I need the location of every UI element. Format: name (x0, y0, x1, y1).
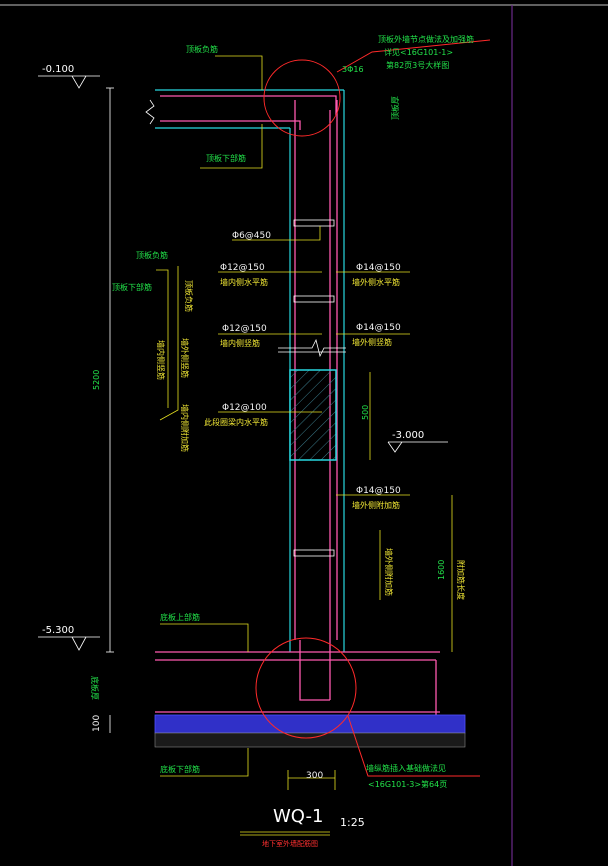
drawing-subtitle: 地下室外墙配筋图 (262, 839, 318, 848)
outer-vertical-name: 墙外侧竖筋 (352, 337, 392, 347)
stirrups (293, 219, 335, 557)
outer-vertical-spec: Φ14@150 (356, 323, 401, 333)
left-vertical-label-3: 墙内侧附加筋 (180, 404, 190, 452)
level-marker-mid (387, 441, 448, 453)
level-marker-bottom (38, 636, 100, 651)
corner-callout-line-2: 详见<16G101-1> (384, 47, 453, 57)
bottom-top-bar-label: 底板上部筋 (160, 612, 200, 622)
opening-dim-text: 500 (361, 405, 370, 420)
outer-horizontal-spec: Φ14@150 (356, 263, 401, 273)
left-slab-top-bar: 顶板负筋 (136, 250, 168, 260)
bottom-bottom-bar-label: 底板下部筋 (160, 764, 200, 774)
corner-callout-circle (263, 59, 341, 137)
outer-additional-spec: Φ14@150 (356, 486, 401, 496)
top-right-size-label: 顶板厚 (390, 96, 400, 120)
inner-vertical-name: 墙内侧竖筋 (220, 338, 260, 348)
left-vertical-label-1: 墙内侧竖筋 (156, 340, 166, 380)
base-callout-line-1: 墙纵筋插入基础做法见 (366, 763, 446, 773)
ring-name: 此段圈梁内水平筋 (204, 417, 268, 427)
level-marker-top (38, 75, 100, 89)
level-bottom-text: -5.300 (42, 625, 74, 636)
additional-length-dim-text: 1600 (437, 560, 446, 580)
corner-bar-label: 3Φ16 (342, 65, 364, 74)
slab-break-mark (145, 99, 155, 125)
drawing-title: WQ-1 (273, 806, 323, 827)
bottom-slab (154, 640, 466, 748)
right-vertical-label-1: 墙外侧附加筋 (384, 548, 394, 596)
ring-spec: Φ12@100 (222, 403, 267, 413)
base-width-dim-text: 300 (306, 771, 323, 781)
inner-horizontal-name: 墙内侧水平筋 (220, 277, 268, 287)
right-vertical-label-2: 附加筋长度 (456, 560, 466, 600)
level-mid-text: -3.000 (392, 430, 424, 441)
cover-dim-text: 100 (92, 715, 102, 732)
left-vertical-label-2: 墙外侧竖筋 (180, 338, 190, 378)
outer-additional-name: 墙外侧附加筋 (352, 500, 400, 510)
level-top-text: -0.100 (42, 64, 74, 75)
base-callout-line-2: <16G101-3>第64页 (368, 779, 447, 789)
base-callout-circle (255, 637, 357, 739)
inner-horizontal-spec: Φ12@150 (220, 263, 265, 273)
ring-beam (289, 369, 337, 461)
inner-vertical-spec: Φ12@150 (222, 324, 267, 334)
label-top-slab-top-bar: 顶板负筋 (186, 44, 218, 54)
wall-break-mark (278, 338, 346, 358)
label-top-slab-bottom-bar: 顶板下部筋 (206, 153, 246, 163)
leader-lines (156, 55, 453, 790)
height-dim-text: 5200 (92, 370, 101, 390)
corner-callout-line-3: 第82页3号大样图 (386, 60, 449, 70)
soil-layer (154, 732, 466, 748)
corner-callout-line-1: 顶板外墙节点做法及加强筋 (378, 34, 474, 44)
left-vertical-label-4: 顶板负筋 (184, 280, 194, 312)
drawing-scale: 1:25 (340, 816, 365, 829)
outer-horizontal-name: 墙外侧水平筋 (352, 277, 400, 287)
stirrup-label: Φ6@450 (232, 231, 271, 241)
bottom-thickness-label: 底板厚 (90, 676, 100, 700)
bottom-cushion (154, 714, 466, 734)
left-slab-bottom-bar: 顶板下部筋 (112, 282, 152, 292)
top-slab (155, 89, 344, 130)
